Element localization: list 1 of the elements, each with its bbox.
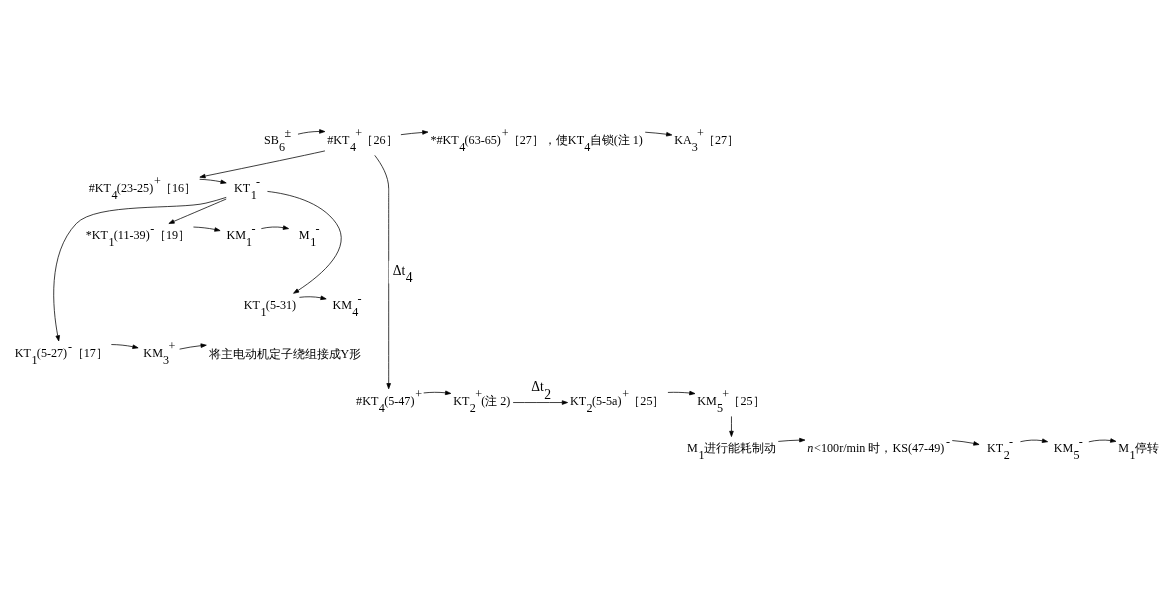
node-text: 将主电动机定子绕组接成Y形 <box>208 346 362 361</box>
